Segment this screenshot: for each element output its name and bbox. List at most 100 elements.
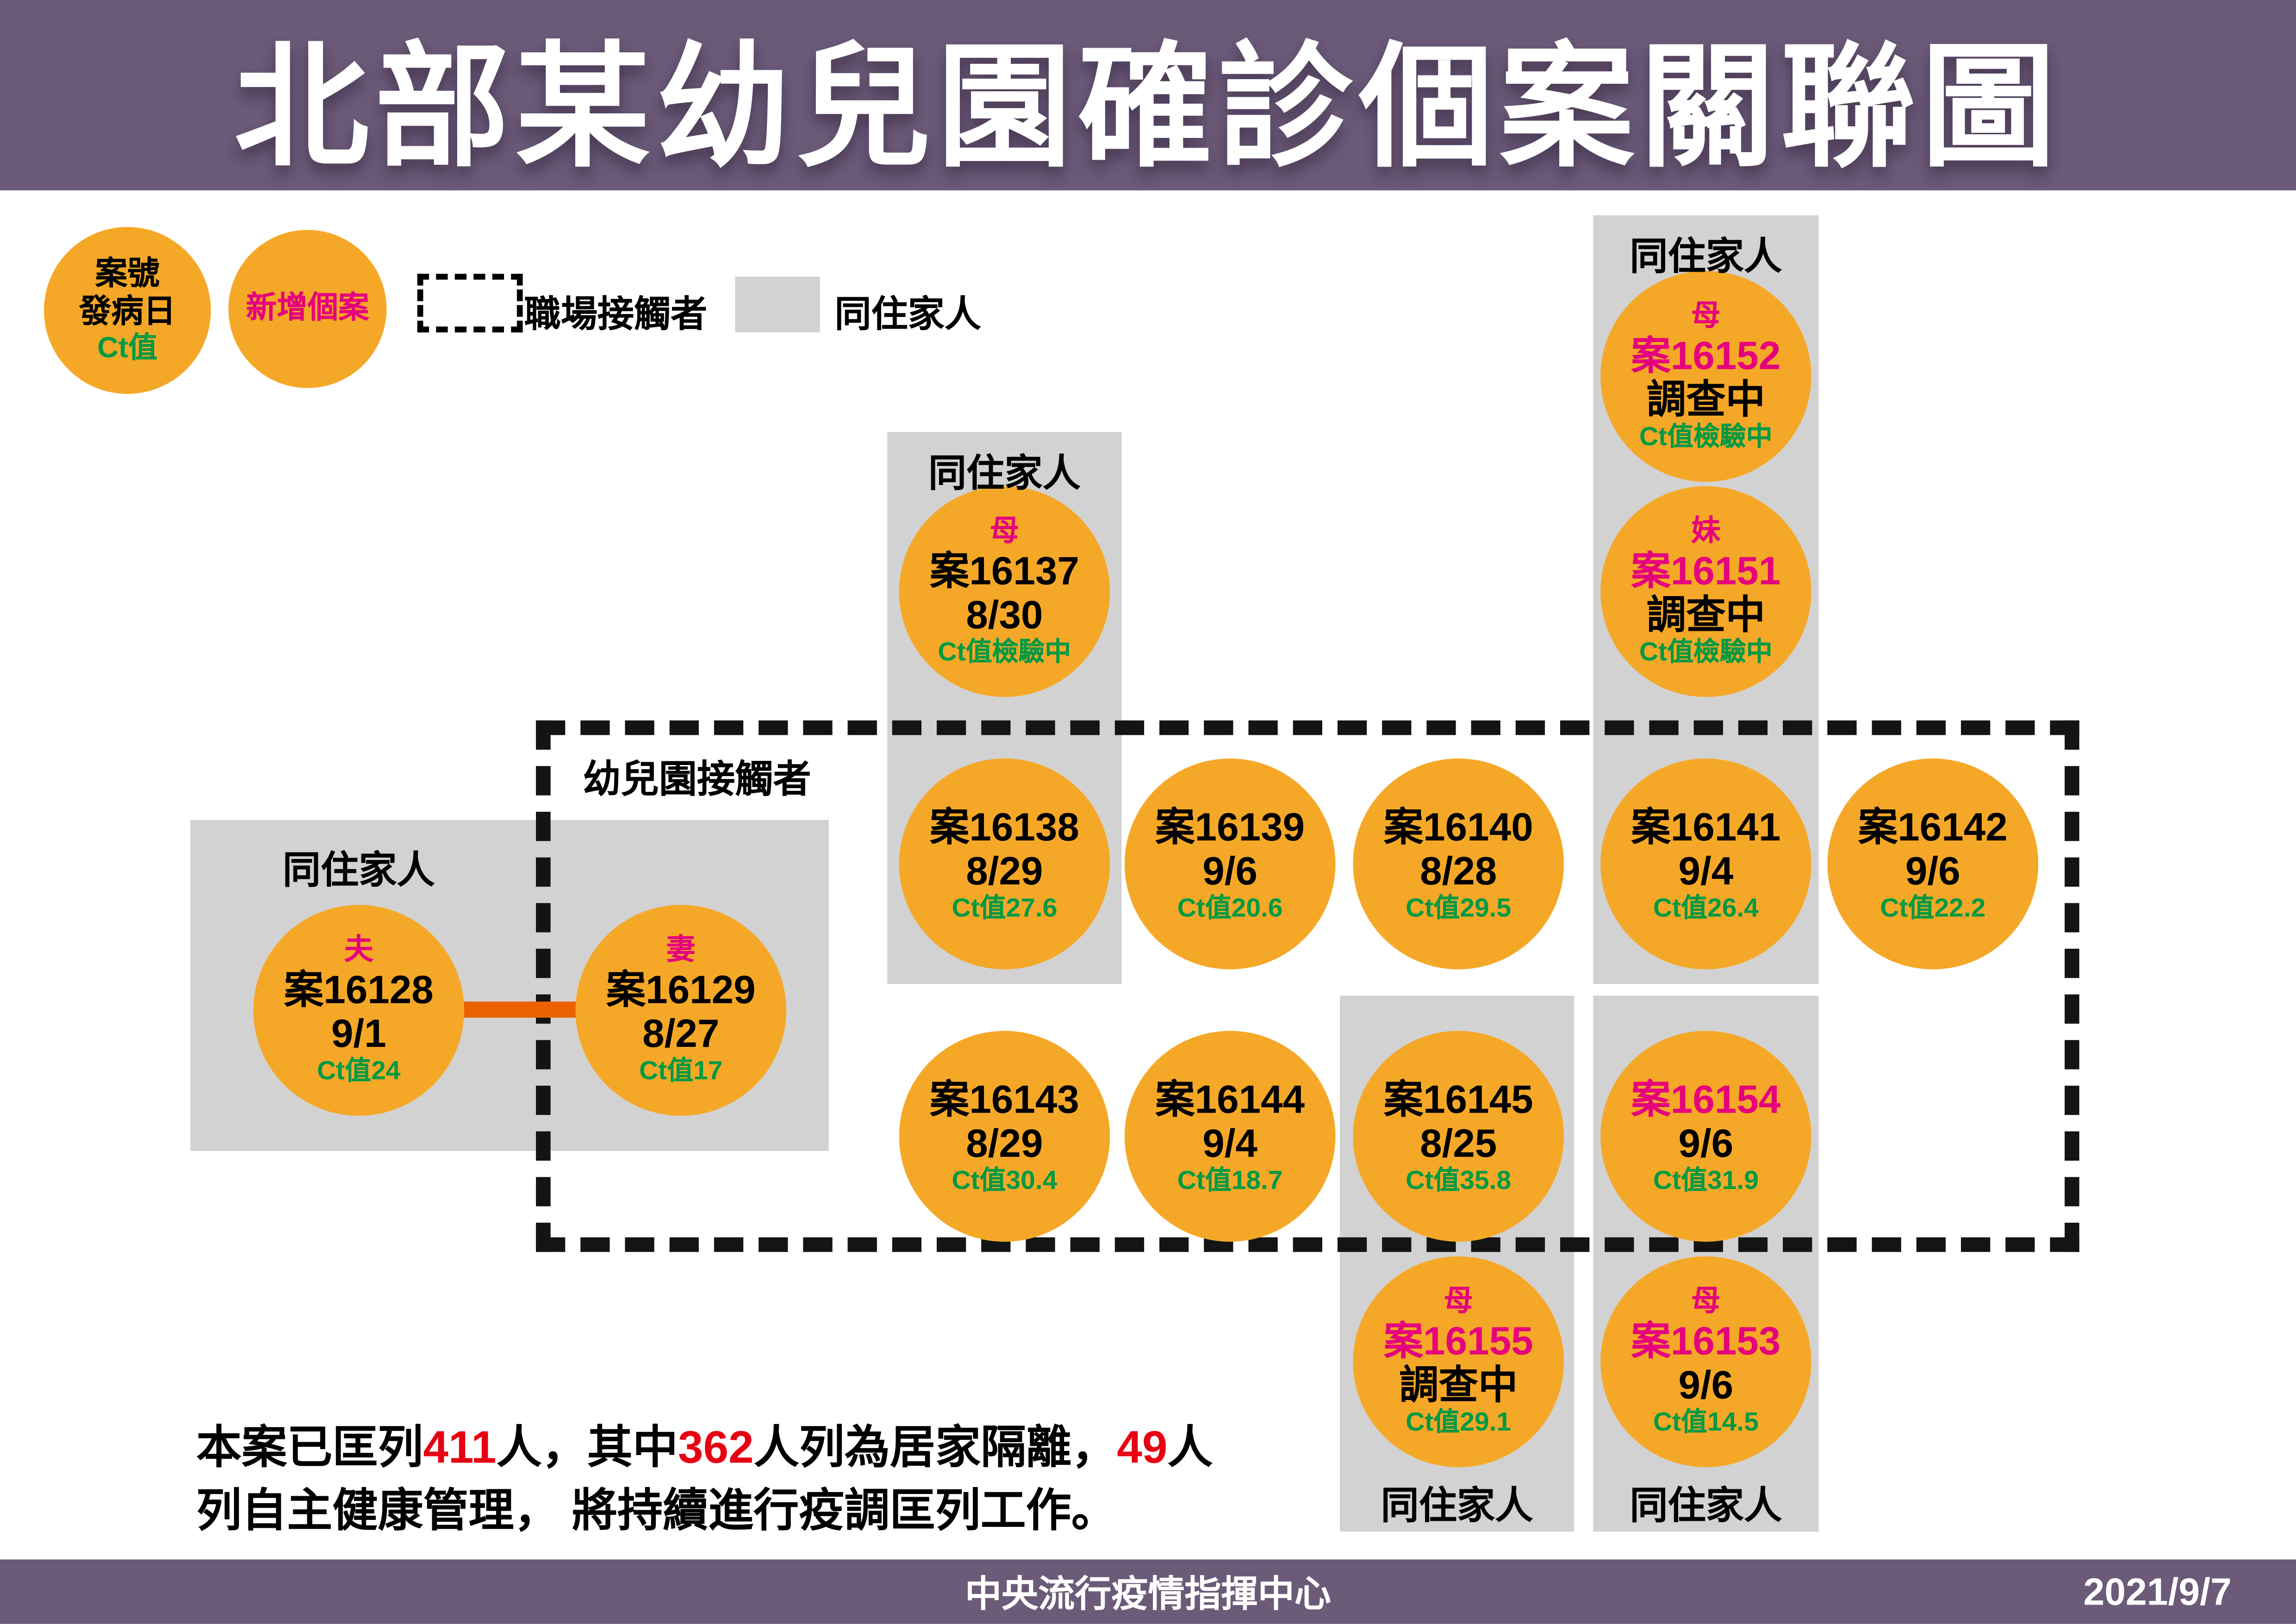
case-date: 8/27 (642, 1012, 720, 1056)
kindergarten-contacts-label: 幼兒園接觸者 (583, 757, 811, 801)
case-node-16137: 母 案16137 8/30 Ct值檢驗中 (899, 486, 1110, 697)
case-node-16153: 母 案16153 9/6 Ct值14.5 (1600, 1256, 1811, 1468)
case-node-16141: 案16141 9/4 Ct值26.4 (1600, 758, 1811, 970)
relation-label: 母 (1444, 1286, 1473, 1319)
household-label-16153: 同住家人 (1630, 1483, 1782, 1527)
case-node-16129: 妻 案16129 8/27 Ct值17 (575, 905, 787, 1116)
household-label-couple: 同住家人 (282, 847, 435, 892)
couple-connector-line (461, 1002, 579, 1018)
kindergarten-contacts-zone: 幼兒園接觸者 (535, 720, 2079, 1252)
case-number: 案16152 (1631, 333, 1781, 378)
footer-organization: 中央流行疫情指揮中心 (964, 1574, 1331, 1615)
case-ct-value: Ct值30.4 (952, 1165, 1058, 1195)
relation-label: 妹 (1691, 516, 1721, 548)
case-number: 案16155 (1383, 1319, 1533, 1363)
case-number: 案16144 (1155, 1077, 1305, 1121)
case-node-16138: 案16138 8/29 Ct值27.6 (899, 758, 1110, 970)
case-status: 調查中 (1646, 593, 1766, 637)
summary-note-line2: 列自主健康管理， 將持續進行疫調匡列工作。 (196, 1484, 1117, 1536)
case-ct-value: Ct值14.5 (1653, 1407, 1759, 1437)
case-ct-value: Ct值29.5 (1406, 893, 1512, 923)
page-title: 北部某幼兒園確診個案關聯圖 (234, 33, 2062, 182)
case-number: 案16139 (1155, 805, 1305, 849)
case-number: 案16143 (929, 1077, 1079, 1121)
footer-date: 2021/9/7 (2083, 1569, 2232, 1613)
relation-label: 夫 (344, 935, 373, 967)
case-number: 案16145 (1383, 1077, 1533, 1121)
case-ct-value: Ct值27.6 (952, 893, 1058, 923)
note-text: 人列為居家隔離， (753, 1422, 1117, 1473)
relation-label: 母 (1691, 301, 1721, 333)
case-ct-value: Ct值31.9 (1653, 1165, 1759, 1195)
relation-label: 妻 (666, 935, 696, 967)
note-text: 本案已匡列 (196, 1422, 423, 1473)
case-node-16140: 案16140 8/28 Ct值29.5 (1353, 758, 1564, 970)
relation-label: 母 (1691, 1286, 1721, 1319)
legend-ct-label: Ct值 (97, 333, 158, 366)
case-node-16143: 案16143 8/29 Ct值30.4 (899, 1031, 1110, 1242)
legend-workplace-label: 職場接觸者 (524, 294, 708, 336)
case-number: 案16151 (1631, 549, 1781, 593)
legend-household-label: 同住家人 (834, 294, 981, 336)
summary-note-line1: 本案已匡列411人，其中362人列為居家隔離，49人 (196, 1418, 1213, 1480)
case-date: 9/4 (1202, 1121, 1258, 1166)
case-number: 案16140 (1383, 805, 1533, 849)
note-count-quarantine: 362 (678, 1422, 754, 1473)
case-node-16151: 妹 案16151 調查中 Ct值檢驗中 (1600, 486, 1811, 697)
relation-label: 母 (989, 516, 1020, 548)
case-date: 8/30 (966, 593, 1043, 637)
case-number: 案16142 (1858, 805, 2008, 849)
case-ct-value: Ct值18.7 (1177, 1165, 1283, 1195)
footer-band: 中央流行疫情指揮中心 2021/9/7 (0, 1559, 2296, 1624)
case-ct-value: Ct值35.8 (1406, 1165, 1512, 1195)
case-node-16145: 案16145 8/25 Ct值35.8 (1353, 1031, 1564, 1242)
legend-case-key-circle: 案號 發病日 Ct值 (44, 227, 211, 394)
case-number: 案16129 (606, 967, 756, 1012)
legend-workplace-swatch (417, 274, 523, 333)
case-date: 9/6 (1678, 1121, 1734, 1166)
case-node-16155: 母 案16155 調查中 Ct值29.1 (1353, 1256, 1564, 1468)
case-date: 8/28 (1420, 849, 1497, 893)
case-number: 案16141 (1631, 805, 1781, 849)
case-node-16152: 母 案16152 調查中 Ct值檢驗中 (1600, 271, 1811, 482)
case-number: 案16154 (1631, 1077, 1781, 1121)
note-text: 人 (1167, 1422, 1213, 1473)
case-ct-value: Ct值檢驗中 (938, 637, 1071, 667)
case-node-16139: 案16139 9/6 Ct值20.6 (1124, 758, 1336, 970)
case-number: 案16128 (284, 967, 434, 1012)
case-number: 案16137 (929, 549, 1079, 593)
case-node-16154: 案16154 9/6 Ct值31.9 (1600, 1031, 1811, 1242)
legend-onset-date-label: 發病日 (79, 292, 176, 330)
case-node-16128: 夫 案16128 9/1 Ct值24 (253, 905, 464, 1116)
case-date: 9/6 (1202, 849, 1258, 893)
case-date: 8/29 (966, 849, 1043, 893)
case-node-16142: 案16142 9/6 Ct值22.2 (1827, 758, 2039, 970)
case-date: 9/4 (1678, 849, 1734, 893)
household-label-16137: 同住家人 (928, 451, 1081, 495)
case-ct-value: Ct值17 (639, 1056, 723, 1086)
case-ct-value: Ct值檢驗中 (1639, 637, 1773, 667)
note-count-total: 411 (423, 1422, 497, 1473)
case-date: 9/1 (331, 1012, 386, 1056)
case-date: 8/29 (966, 1121, 1043, 1166)
note-text: 人，其中 (496, 1422, 678, 1473)
case-number: 案16138 (929, 805, 1079, 849)
legend-case-number-label: 案號 (95, 254, 160, 291)
case-status: 調查中 (1646, 378, 1766, 422)
case-date: 9/6 (1905, 849, 1960, 893)
case-ct-value: Ct值22.2 (1880, 893, 1986, 923)
household-label-16155: 同住家人 (1381, 1483, 1533, 1527)
legend-household-swatch (735, 276, 820, 333)
case-node-16144: 案16144 9/4 Ct值18.7 (1124, 1031, 1336, 1242)
case-ct-value: Ct值24 (317, 1056, 401, 1086)
case-date: 8/25 (1420, 1121, 1497, 1166)
case-status: 調查中 (1399, 1363, 1518, 1407)
case-ct-value: Ct值檢驗中 (1639, 422, 1773, 452)
legend-new-case-label: 新增個案 (246, 292, 369, 326)
header-band: 北部某幼兒園確診個案關聯圖 (0, 0, 2296, 191)
case-ct-value: Ct值20.6 (1177, 893, 1283, 923)
case-date: 9/6 (1678, 1363, 1734, 1407)
case-ct-value: Ct值26.4 (1653, 893, 1759, 923)
note-count-self-health: 49 (1117, 1422, 1168, 1473)
